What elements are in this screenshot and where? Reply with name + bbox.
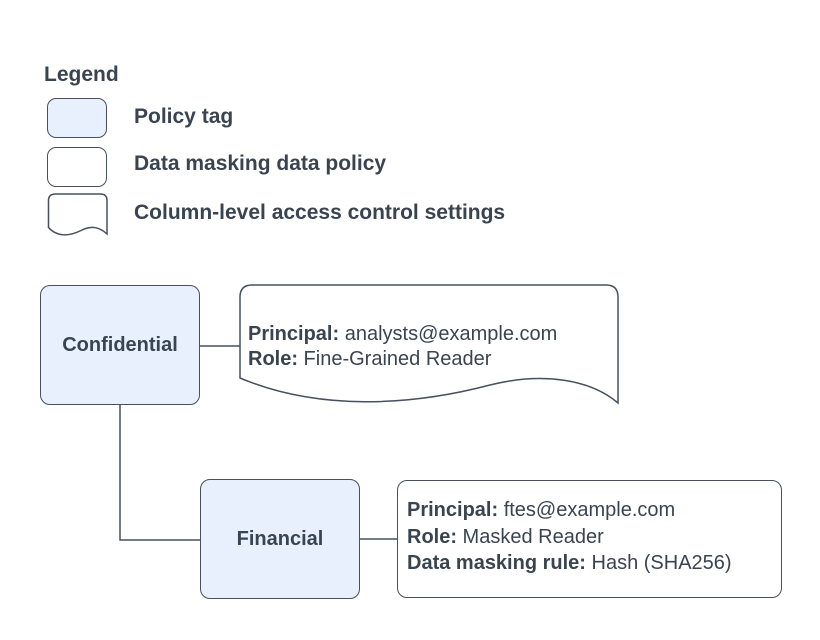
settings-line-principal: Principal: analysts@example.com [248, 323, 558, 345]
policy-tag-confidential: Confidential [40, 285, 200, 405]
policy-tag-financial: Financial [200, 479, 360, 599]
policy-tag-financial-label: Financial [236, 527, 324, 550]
policy-line-masking-rule: Data masking rule: Hash (SHA256) [407, 552, 732, 574]
confidential-access-settings: Principal: analysts@example.com Role: Fi… [248, 322, 557, 372]
legend-label-policy-tag: Policy tag [134, 105, 234, 128]
policy-line-principal: Principal: ftes@example.com [407, 499, 676, 521]
connector-confidential-to-financial [119, 405, 200, 541]
legend-title: Legend [44, 63, 119, 86]
data-policy-swatch [47, 147, 107, 187]
legend-label-data-policy: Data masking data policy [134, 152, 387, 175]
policy-tag-confidential-label: Confidential [62, 333, 178, 356]
policy-line-role: Role: Masked Reader [407, 525, 604, 548]
policy-tag-swatch [47, 98, 107, 138]
document-swatch [47, 193, 108, 236]
settings-line-role: Role: Fine-Grained Reader [248, 348, 492, 370]
data-masking-policy-financial: Principal: ftes@example.com Role: Masked… [397, 480, 782, 598]
legend-label-column-settings: Column-level access control settings [134, 201, 506, 224]
